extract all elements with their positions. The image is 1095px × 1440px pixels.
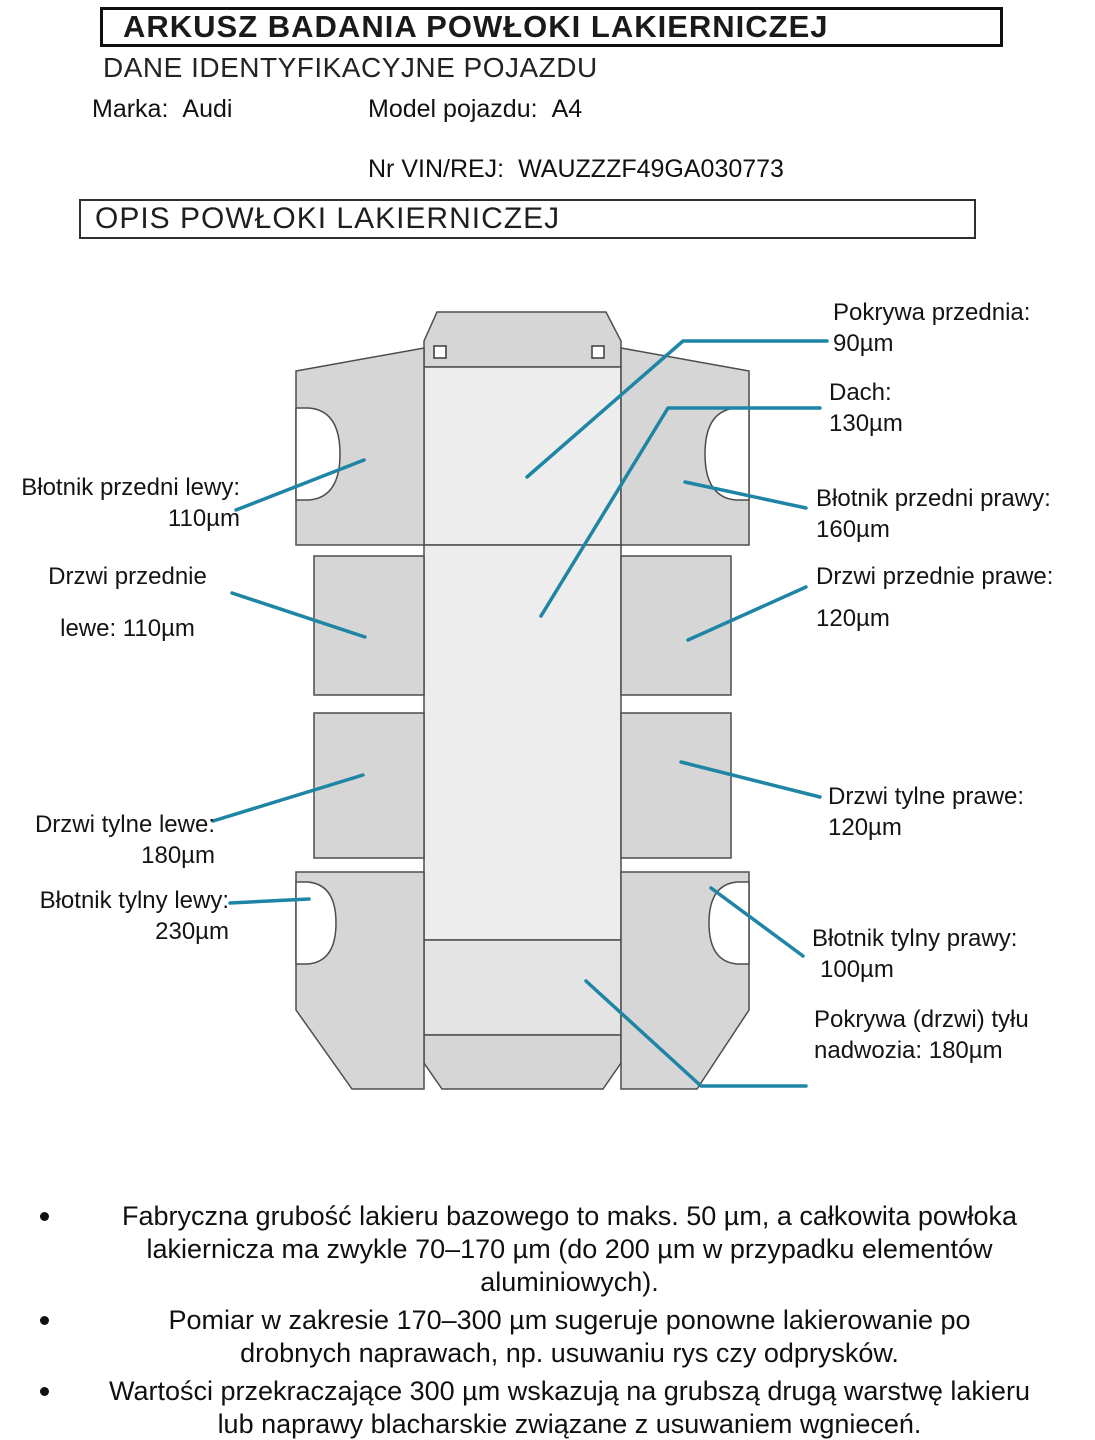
label-fender-front-left: Błotnik przedni lewy: 110µm [0, 472, 240, 534]
label-door-rear-left-name: Drzwi tylne lewe: [34, 811, 215, 838]
label-roof: Dach: 130µm [829, 377, 903, 439]
label-door-rear-right: Drzwi tylne prawe: 120µm [828, 781, 1024, 843]
callout-line-door-rear-left [211, 773, 365, 823]
callout-line-door-front-left [230, 591, 367, 639]
callout-line-door-front-right [686, 585, 808, 642]
label-fender-rear-right-value: 100µm [820, 956, 894, 983]
section-vehicle-data-heading: DANE IDENTYFIKACYJNE POJAZDU [103, 52, 598, 83]
label-fender-front-right: Błotnik przedni prawy: 160µm [816, 483, 1051, 545]
callout-line-fender-rear-left [228, 897, 311, 905]
model-field: Model pojazdu: A4 [368, 95, 582, 124]
label-fender-rear-right-name: Błotnik tylny prawy: [812, 925, 1018, 952]
brand-label: Marka: [92, 95, 169, 123]
section-coating-box: OPIS POWŁOKI LAKIERNICZEJ [79, 199, 976, 239]
brand-value: Audi [182, 95, 233, 123]
wheel-arch-rear-right [708, 881, 750, 965]
note-line: drobnych naprawach, np. usuwaniu rys czy… [240, 1338, 899, 1368]
document-title-box: ARKUSZ BADANIA POWŁOKI LAKIERNICZEJ [100, 7, 1003, 47]
label-trunk: Pokrywa (drzwi) tyłu nadwozia: 180µm [814, 1004, 1029, 1066]
callout-line-fender-front-left [234, 458, 366, 512]
label-door-rear-left-value: 180µm [141, 842, 215, 869]
vin-field: Nr VIN/REJ: WAUZZZF49GA030773 [368, 155, 784, 184]
label-door-front-right: Drzwi przednie prawe: 120µm [816, 561, 1053, 634]
callout-line-door-rear-right [679, 760, 822, 799]
vin-value: WAUZZZF49GA030773 [518, 155, 784, 183]
headlight-right-marker [591, 345, 605, 359]
label-hood-name: Pokrywa przednia: [833, 299, 1031, 326]
callout-line-hood [525, 339, 829, 479]
label-trunk-value: nadwozia: 180µm [814, 1037, 1003, 1064]
label-fender-rear-left: Błotnik tylny lewy: 230µm [16, 885, 229, 947]
callout-line-fender-front-right [683, 480, 808, 510]
label-door-front-left: Drzwi przednie lewe: 110µm [30, 561, 225, 644]
panel-rear-deck [423, 939, 622, 1036]
brand-field: Marka: Audi [92, 95, 232, 124]
note-item: Fabryczna grubość lakieru bazowego to ma… [0, 1200, 1095, 1299]
callout-line-fender-rear-right [709, 886, 805, 958]
label-roof-value: 130µm [829, 410, 903, 437]
wheel-arch-front-left [295, 407, 341, 501]
panel-door-front-right [620, 555, 732, 696]
wheel-arch-rear-left [295, 881, 337, 965]
note-line: lakiernicza ma zwykle 70–170 µm (do 200 … [146, 1234, 993, 1264]
label-hood: Pokrywa przednia: 90µm [833, 297, 1030, 359]
label-door-front-left-name: Drzwi przednie [48, 563, 207, 590]
vin-label: Nr VIN/REJ: [368, 155, 505, 183]
note-line: Od wartości ok. 1500 µm zaczyna się wars… [72, 1436, 1067, 1440]
note-item-clipped: Od wartości ok. 1500 µm zaczyna się wars… [0, 1436, 1095, 1440]
note-line: aluminiowych). [480, 1267, 659, 1297]
label-door-front-left-value: lewe: 110µm [60, 615, 195, 642]
headlight-left-marker [433, 345, 447, 359]
note-item: Pomiar w zakresie 170–300 µm sugeruje po… [0, 1304, 1095, 1370]
label-door-front-right-value: 120µm [816, 605, 890, 632]
label-hood-value: 90µm [833, 330, 894, 357]
model-label: Model pojazdu: [368, 95, 538, 123]
label-door-rear-right-value: 120µm [828, 814, 902, 841]
note-line: Fabryczna grubość lakieru bazowego to ma… [122, 1201, 1017, 1231]
callout-line-trunk [584, 979, 808, 1088]
label-roof-name: Dach: [829, 379, 892, 406]
wheel-arch-front-right [704, 407, 750, 501]
note-line: Pomiar w zakresie 170–300 µm sugeruje po… [168, 1305, 971, 1335]
label-door-front-right-name: Drzwi przednie prawe: [816, 563, 1054, 590]
label-fender-rear-right: Błotnik tylny prawy: 100µm [812, 923, 1017, 985]
panel-door-rear-right [620, 712, 732, 859]
label-fender-rear-left-value: 230µm [155, 918, 229, 945]
label-fender-front-right-name: Błotnik przedni prawy: [816, 485, 1051, 512]
model-value: A4 [551, 95, 583, 123]
note-line: lub naprawy blacharskie związane z usuwa… [217, 1409, 922, 1439]
callout-line-roof [539, 406, 822, 618]
document-title: ARKUSZ BADANIA POWŁOKI LAKIERNICZEJ [123, 9, 829, 44]
label-door-rear-right-name: Drzwi tylne prawe: [828, 783, 1025, 810]
label-fender-front-right-value: 160µm [816, 516, 890, 543]
panel-rear-bumper [423, 1034, 622, 1090]
note-line: Wartości przekraczające 300 µm wskazują … [109, 1376, 1030, 1406]
note-item: Wartości przekraczające 300 µm wskazują … [0, 1375, 1095, 1440]
label-door-rear-left: Drzwi tylne lewe: 180µm [18, 809, 215, 871]
section-coating-heading: OPIS POWŁOKI LAKIERNICZEJ [95, 202, 561, 235]
label-fender-front-left-name: Błotnik przedni lewy: [21, 474, 240, 501]
panel-roof [423, 544, 622, 941]
label-fender-rear-left-name: Błotnik tylny lewy: [39, 887, 229, 914]
notes-list: Fabryczna grubość lakieru bazowego to ma… [0, 1200, 1095, 1440]
panel-hood [423, 366, 622, 546]
label-trunk-name: Pokrywa (drzwi) tyłu [814, 1006, 1029, 1033]
label-fender-front-left-value: 110µm [167, 505, 240, 532]
